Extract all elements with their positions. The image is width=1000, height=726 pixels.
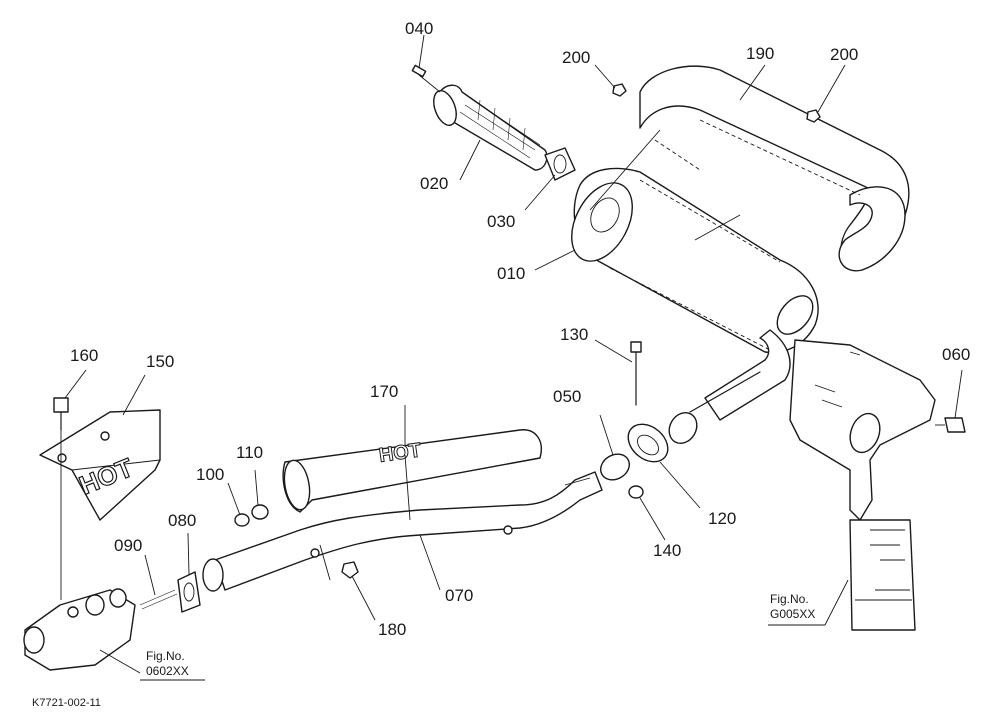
inner-pipe-020 <box>411 64 548 171</box>
nut-200-a <box>612 83 627 97</box>
sleeve-050 <box>599 453 631 481</box>
figure-ref-left: Fig.No. 0602XX <box>146 649 189 679</box>
callout-100: 100 <box>196 465 225 484</box>
nut-110 <box>251 504 269 520</box>
figure-ref-right-line1: Fig.No. <box>770 592 809 606</box>
callout-150: 150 <box>146 352 175 371</box>
leader-lines <box>60 34 963 681</box>
bolt-060 <box>935 417 966 433</box>
callout-200-left: 200 <box>562 48 591 67</box>
callout-200-right: 200 <box>830 45 859 64</box>
nut-180 <box>341 561 359 579</box>
washer-100 <box>234 513 250 527</box>
callout-060: 060 <box>942 345 971 364</box>
pipe-cover-170: HOT <box>282 429 542 513</box>
engine-bracket <box>789 339 936 631</box>
callout-160: 160 <box>70 346 99 365</box>
callout-110: 110 <box>236 443 264 462</box>
callout-190: 190 <box>746 44 775 63</box>
clamp-120 <box>627 423 669 463</box>
figure-ref-right-line2: G005XX <box>770 607 816 621</box>
exhaust-manifold <box>23 588 136 671</box>
callout-070: 070 <box>445 586 474 605</box>
nut-200-b <box>806 109 821 123</box>
stud-090 <box>139 589 178 610</box>
exhaust-pipe-070 <box>202 471 603 592</box>
callout-180: 180 <box>378 620 407 639</box>
callout-020: 020 <box>420 174 449 193</box>
drawing-code: K7721-002-11 <box>32 697 101 709</box>
callout-170: 170 <box>370 382 399 401</box>
nut-140 <box>628 485 644 499</box>
callout-120: 120 <box>708 509 737 528</box>
gasket-030 <box>544 147 576 181</box>
callout-010: 010 <box>497 264 526 283</box>
figure-ref-left-line2: 0602XX <box>146 664 189 678</box>
figure-ref-left-line1: Fig.No. <box>146 649 185 663</box>
callout-050: 050 <box>553 387 582 406</box>
callout-040: 040 <box>405 19 434 38</box>
callout-030: 030 <box>487 212 516 231</box>
callout-090: 090 <box>114 536 143 555</box>
muffler-010 <box>571 167 819 445</box>
callout-130: 130 <box>560 325 589 344</box>
bolt-160 <box>53 397 69 431</box>
bolt-130 <box>630 341 642 406</box>
gasket-080 <box>177 571 201 613</box>
figure-ref-right: Fig.No. G005XX <box>770 592 815 622</box>
callout-080: 080 <box>168 511 197 530</box>
heat-shield-150: HOT <box>39 409 161 521</box>
muffler-cover-190 <box>639 65 910 272</box>
callout-140: 140 <box>653 541 682 560</box>
